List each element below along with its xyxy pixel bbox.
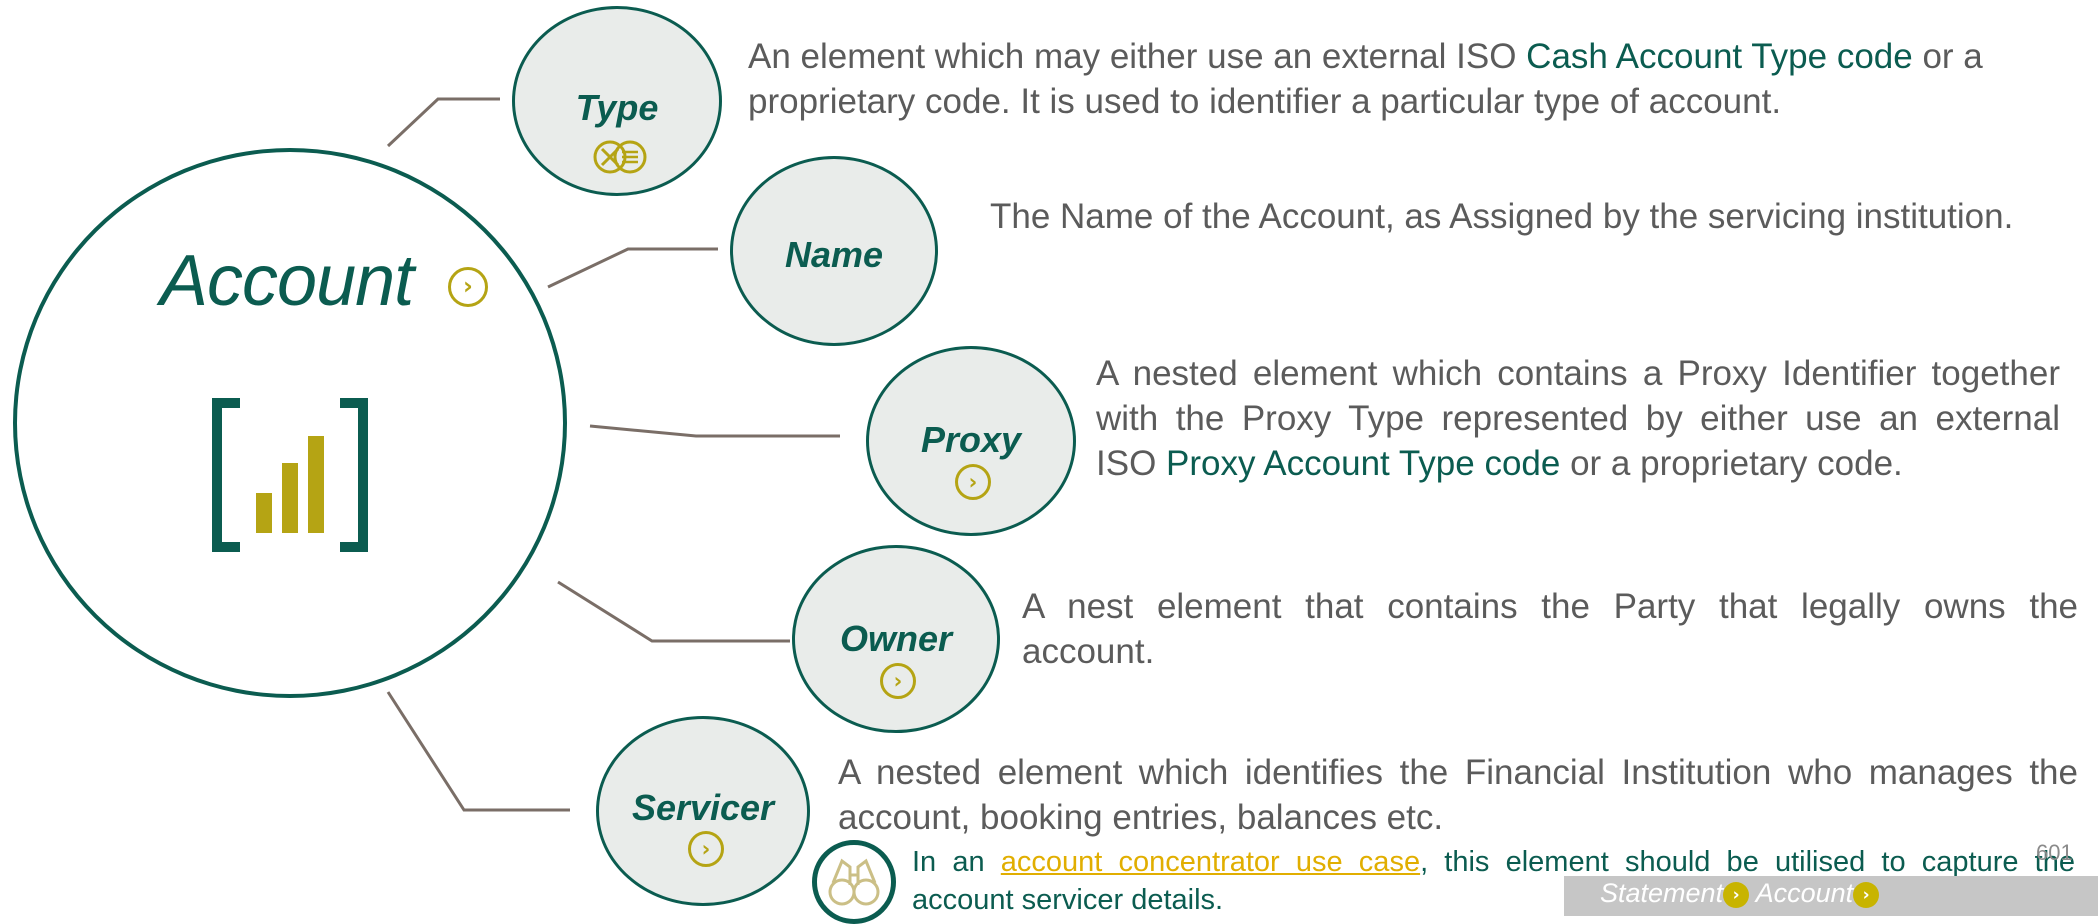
chevron-right-circle-icon: ›: [1723, 882, 1750, 908]
owner-description: A nest element that contains the Party t…: [1022, 587, 2078, 671]
chevron-right-circle-icon[interactable]: ›: [448, 267, 488, 307]
node-servicer-label: Servicer: [631, 787, 775, 828]
node-name-label: Name: [784, 234, 884, 275]
servicer-description: A nested element which identifies the Fi…: [838, 753, 2078, 837]
breadcrumb-statement[interactable]: Statement: [1600, 878, 1724, 908]
account-circle: [13, 148, 567, 698]
connector-servicer: [386, 691, 570, 812]
connector-type: [386, 97, 500, 148]
connector-name: [547, 247, 718, 289]
node-proxy[interactable]: Proxy ›: [866, 346, 1076, 536]
servicer-note: In an account concentrator use case, thi…: [912, 846, 2075, 916]
cash-account-type-code-link[interactable]: Cash Account Type code: [1526, 37, 1913, 76]
node-type[interactable]: Type: [512, 6, 722, 196]
chevron-right-circle-icon: ›: [1853, 882, 1880, 908]
type-description: An element which may either use an exter…: [748, 37, 1983, 121]
node-type-label: Type: [575, 87, 659, 128]
chevron-right-circle-icon[interactable]: ›: [688, 831, 724, 867]
node-proxy-label: Proxy: [920, 419, 1022, 460]
account-title: Account: [160, 241, 414, 321]
name-description: The Name of the Account, as Assigned by …: [990, 197, 2014, 236]
account-concentrator-use-case-link[interactable]: account concentrator use case: [1000, 846, 1421, 878]
breadcrumb: Statement› Account›: [1600, 878, 1880, 909]
code-list-icon[interactable]: [592, 139, 650, 175]
page-number: 601: [2036, 840, 2073, 865]
connector-proxy: [589, 424, 840, 438]
connector-owner: [557, 580, 790, 643]
node-servicer[interactable]: Servicer ›: [596, 716, 810, 906]
bracketed-bar-chart-icon: [212, 398, 368, 552]
chevron-right-circle-icon[interactable]: ›: [880, 663, 916, 699]
node-owner[interactable]: Owner ›: [792, 545, 1000, 733]
breadcrumb-account[interactable]: Account: [1755, 878, 1854, 908]
breadcrumb-footer: Statement› Account›: [1564, 876, 2098, 916]
binoculars-icon: [812, 840, 896, 924]
proxy-description: A nested element which contains a Proxy …: [1096, 354, 2060, 483]
chevron-right-circle-icon[interactable]: ›: [955, 464, 991, 500]
proxy-account-type-code-link[interactable]: Proxy Account Type code: [1166, 444, 1561, 483]
node-name[interactable]: Name: [730, 156, 938, 346]
node-owner-label: Owner: [839, 618, 953, 659]
